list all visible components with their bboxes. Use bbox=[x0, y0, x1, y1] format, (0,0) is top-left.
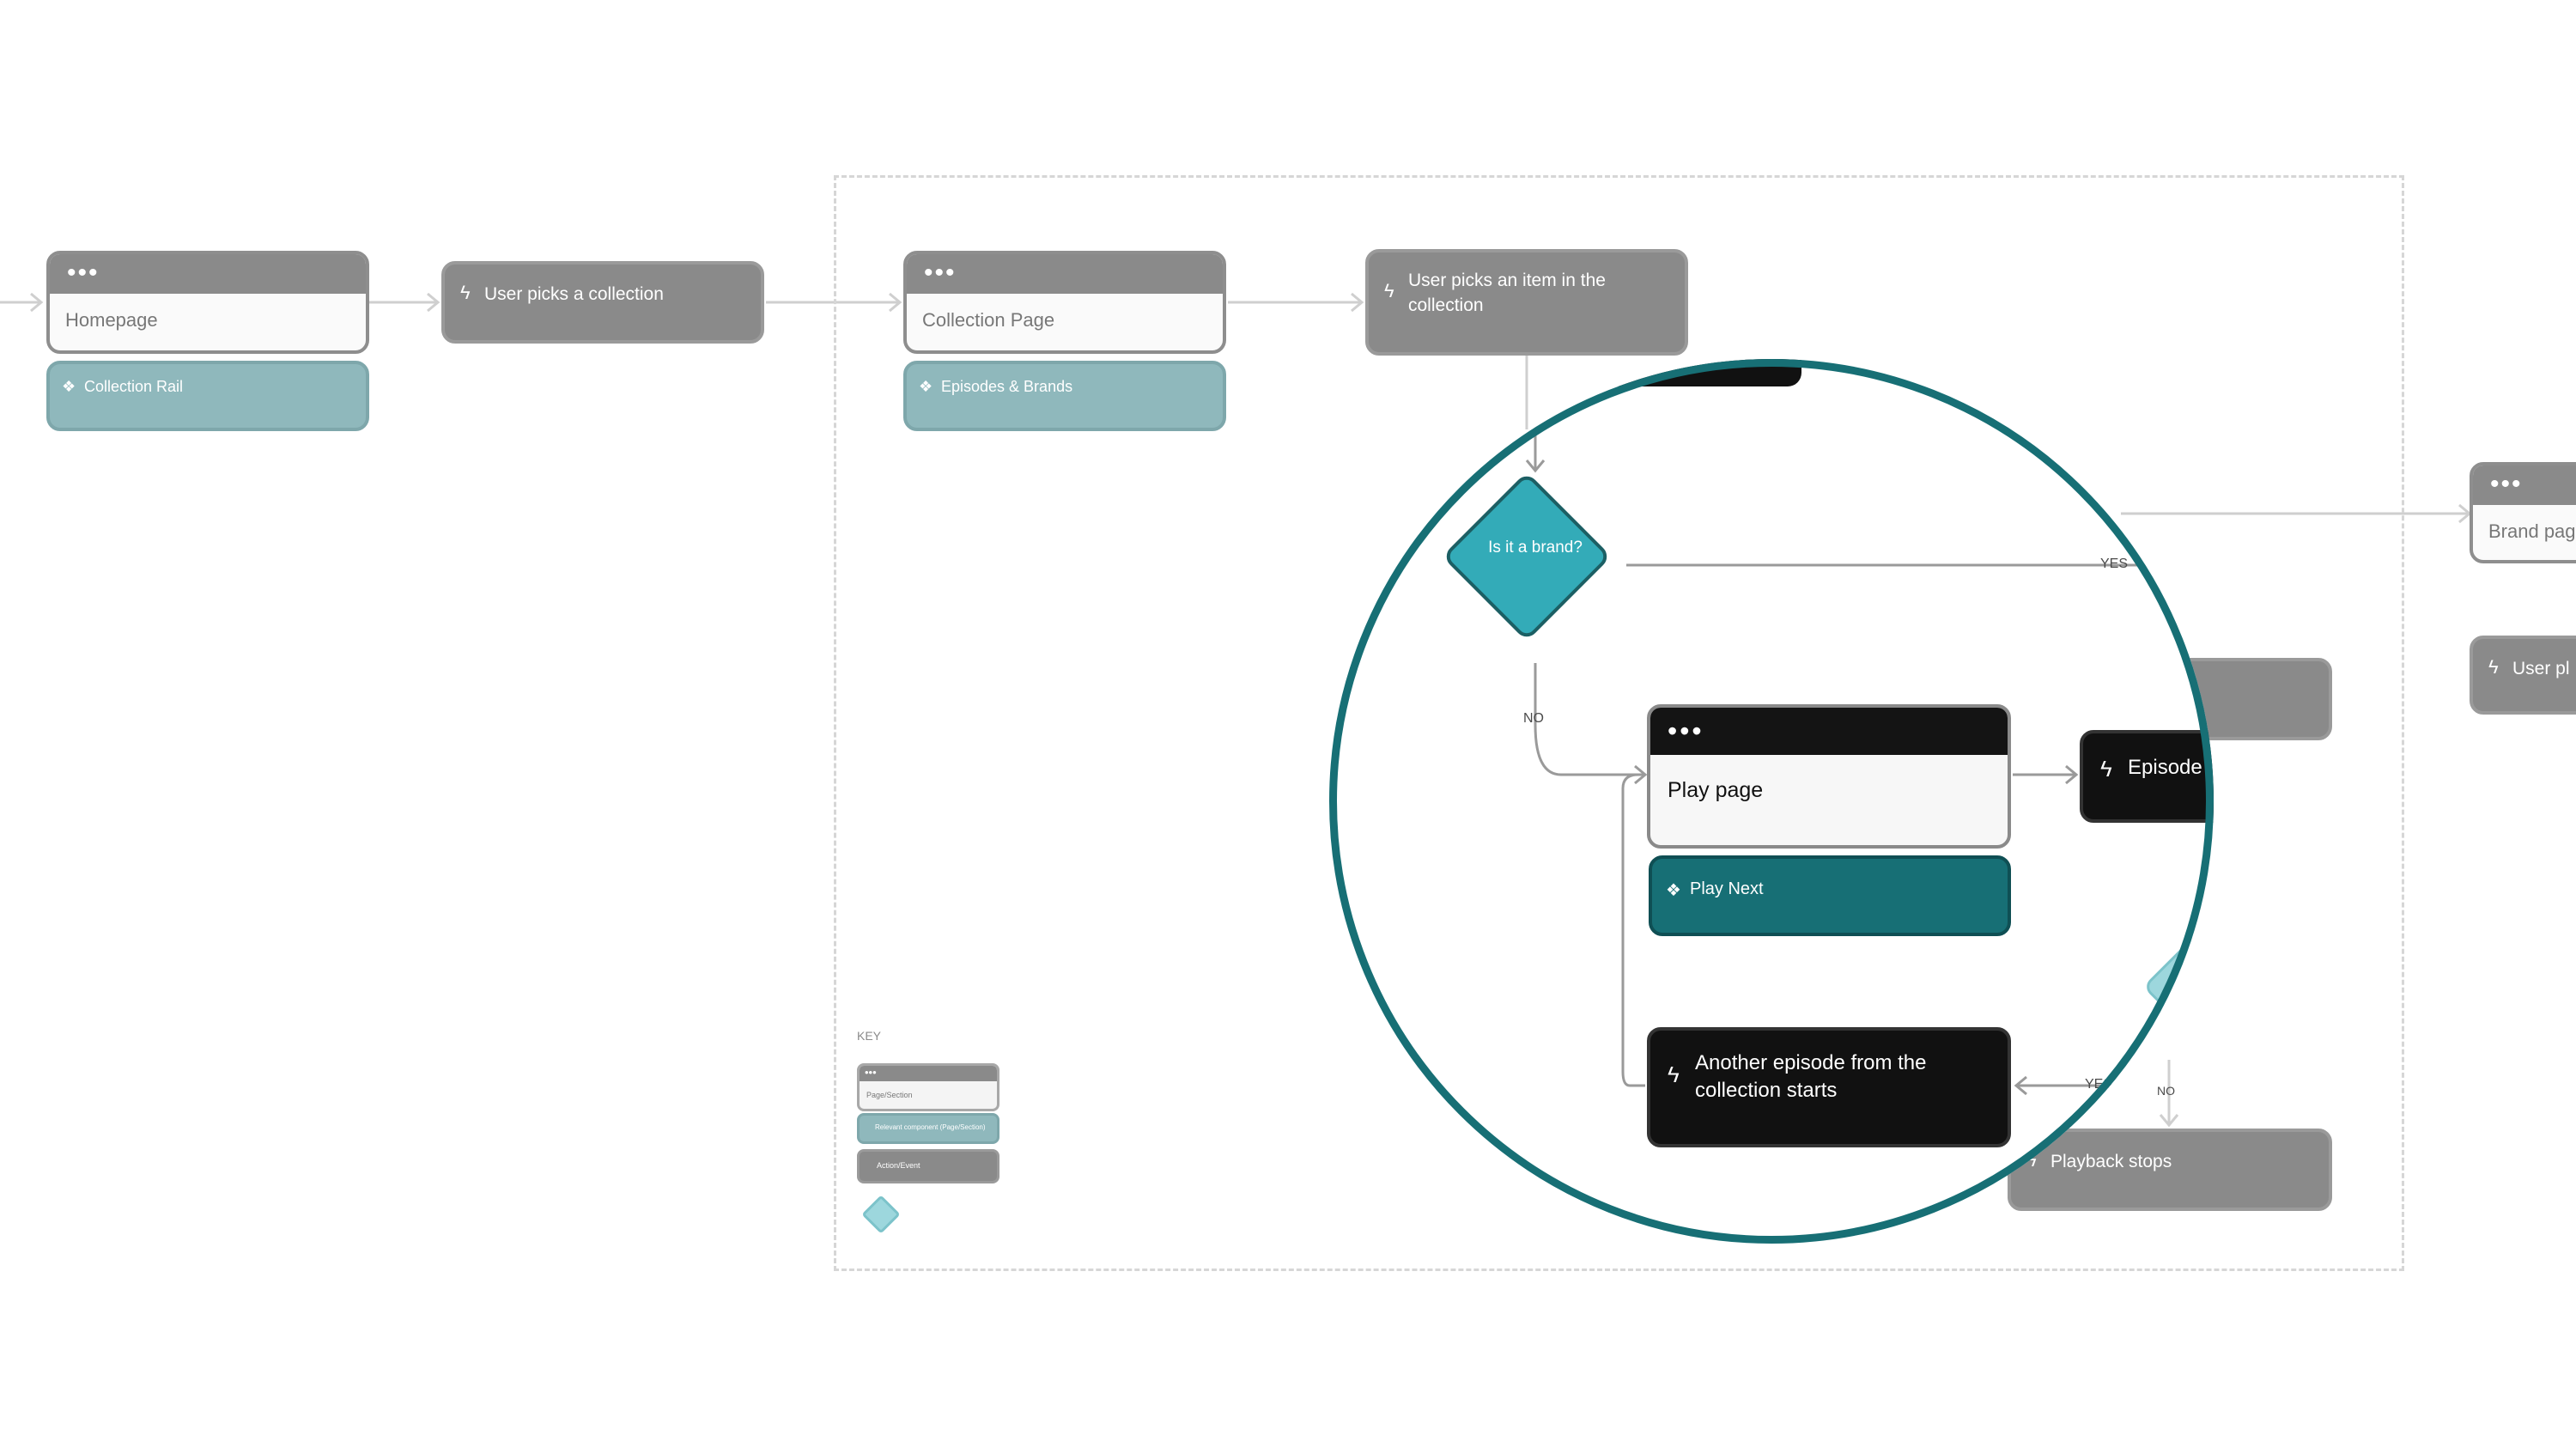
key-action-label: Action/Event bbox=[877, 1161, 920, 1170]
pick-item-action[interactable]: ϟ User picks an item in the collection bbox=[1365, 249, 1688, 356]
user-partial-action[interactable]: ϟ User pl bbox=[2470, 636, 2576, 715]
lightning-icon: ϟ bbox=[2488, 656, 2499, 678]
more-dots-icon: ••• bbox=[924, 259, 957, 287]
collection-flow-frame bbox=[834, 175, 2404, 1271]
more-dots-icon: ••• bbox=[2490, 470, 2523, 498]
no-label-side: NO bbox=[2157, 1084, 2175, 1098]
component-icon: ❖ bbox=[919, 378, 933, 395]
card-header-bar bbox=[50, 254, 366, 294]
collection-page-card[interactable]: ••• Collection Page bbox=[903, 251, 1226, 354]
homepage-card[interactable]: ••• Homepage bbox=[46, 251, 369, 354]
key-header-bar bbox=[860, 1066, 997, 1081]
collection-rail-component[interactable]: ❖ Collection Rail bbox=[46, 361, 369, 431]
pick-collection-action[interactable]: ϟ User picks a collection bbox=[441, 261, 764, 344]
key-component-sample: Relevant component (Page/Section) bbox=[857, 1113, 999, 1144]
component-icon: ❖ bbox=[62, 378, 76, 395]
component-label: Collection Rail bbox=[84, 378, 184, 395]
action-label: User picks an item in the collection bbox=[1408, 271, 1606, 315]
episodes-brands-component[interactable]: ❖ Episodes & Brands bbox=[903, 361, 1226, 431]
action-label: User pl bbox=[2512, 659, 2570, 678]
partial-decision-line-3: odes? bbox=[2160, 995, 2203, 1012]
component-label: Episodes & Brands bbox=[941, 378, 1073, 395]
key-component-label: Relevant component (Page/Section) bbox=[875, 1123, 986, 1131]
more-dots-icon: ••• bbox=[865, 1066, 877, 1079]
card-header-bar bbox=[2473, 465, 2576, 505]
homepage-title: Homepage bbox=[65, 309, 158, 331]
key-page-sample: ••• Page/Section bbox=[857, 1063, 999, 1111]
more-dots-icon: ••• bbox=[67, 259, 100, 287]
brand-page-card[interactable]: ••• Brand pag bbox=[2470, 462, 2576, 563]
brand-page-title: Brand pag bbox=[2488, 520, 2576, 542]
zoom-lens-ring bbox=[1329, 359, 2214, 1244]
action-label: User picks a collection bbox=[484, 284, 664, 304]
card-header-bar bbox=[907, 254, 1223, 294]
key-page-label: Page/Section bbox=[866, 1091, 913, 1099]
key-action-sample: Action/Event bbox=[857, 1149, 999, 1183]
collection-page-title: Collection Page bbox=[922, 309, 1055, 331]
lightning-icon: ϟ bbox=[2026, 1149, 2037, 1171]
lightning-icon: ϟ bbox=[1384, 280, 1394, 301]
key-title: KEY bbox=[857, 1029, 882, 1043]
action-label: Playback stops bbox=[2050, 1152, 2172, 1171]
lightning-icon: ϟ bbox=[460, 282, 471, 303]
